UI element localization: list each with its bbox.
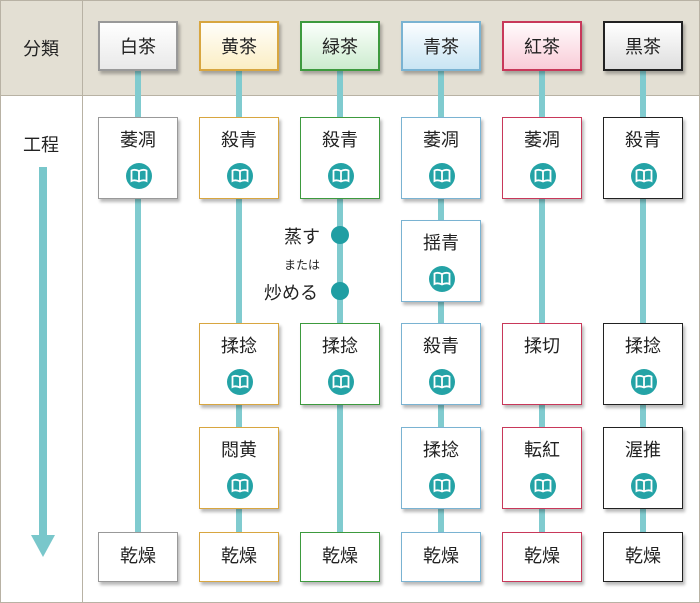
step-box[interactable]: 萎凋 (401, 117, 481, 199)
connector-black (640, 71, 646, 535)
step-box[interactable]: 乾燥 (603, 532, 683, 582)
method-or-label: または (284, 258, 321, 272)
step-box[interactable]: 殺青 (603, 117, 683, 199)
step-box[interactable]: 乾燥 (401, 532, 481, 582)
connector-green (337, 71, 343, 535)
method-dot (331, 226, 349, 244)
process-arrow-head (31, 535, 55, 557)
book-icon[interactable] (328, 369, 354, 395)
method-panfry-label: 炒める (264, 283, 318, 304)
step-box[interactable]: 揉捻 (603, 323, 683, 405)
step-label: 乾燥 (625, 546, 661, 567)
book-icon[interactable] (429, 163, 455, 189)
book-icon[interactable] (227, 163, 253, 189)
step-box[interactable]: 殺青 (401, 323, 481, 405)
book-icon[interactable] (631, 163, 657, 189)
step-label: 乾燥 (423, 546, 459, 567)
row-label-column (1, 1, 83, 602)
step-label: 揉切 (524, 336, 560, 357)
header-blue-tea: 青茶 (401, 21, 481, 71)
book-icon[interactable] (631, 369, 657, 395)
step-label: 萎凋 (524, 130, 560, 151)
process-label: 工程 (23, 135, 59, 156)
step-label: 渥推 (625, 440, 661, 461)
book-icon[interactable] (429, 369, 455, 395)
step-box[interactable]: 殺青 (199, 117, 279, 199)
book-icon[interactable] (227, 473, 253, 499)
step-box[interactable]: 悶黄 (199, 427, 279, 509)
connector-red (539, 71, 545, 535)
step-label: 揉捻 (221, 336, 257, 357)
step-label: 殺青 (322, 130, 358, 151)
step-box[interactable]: 転紅 (502, 427, 582, 509)
step-label: 揉捻 (423, 440, 459, 461)
step-box[interactable]: 殺青 (300, 117, 380, 199)
step-box[interactable]: 揉捻 (401, 427, 481, 509)
book-icon[interactable] (126, 163, 152, 189)
header-green-tea: 緑茶 (300, 21, 380, 71)
book-icon[interactable] (429, 473, 455, 499)
step-box[interactable]: 萎凋 (502, 117, 582, 199)
step-box[interactable]: 揺青 (401, 220, 481, 302)
step-label: 転紅 (524, 440, 560, 461)
step-label: 萎凋 (423, 130, 459, 151)
book-icon[interactable] (429, 266, 455, 292)
step-label: 揉捻 (322, 336, 358, 357)
book-icon[interactable] (530, 473, 556, 499)
book-icon[interactable] (227, 369, 253, 395)
step-label: 乾燥 (221, 546, 257, 567)
step-label: 殺青 (625, 130, 661, 151)
step-box[interactable]: 萎凋 (98, 117, 178, 199)
step-box[interactable]: 揉切 (502, 323, 582, 405)
step-box[interactable]: 乾燥 (199, 532, 279, 582)
method-steam-label: 蒸す (284, 227, 320, 248)
step-label: 乾燥 (524, 546, 560, 567)
method-dot (331, 282, 349, 300)
header-black-tea: 黒茶 (603, 21, 683, 71)
category-label: 分類 (23, 39, 59, 60)
book-icon[interactable] (631, 473, 657, 499)
step-box[interactable]: 渥推 (603, 427, 683, 509)
step-box[interactable]: 乾燥 (98, 532, 178, 582)
step-label: 揺青 (423, 233, 459, 254)
header-white-tea: 白茶 (98, 21, 178, 71)
book-icon[interactable] (530, 163, 556, 189)
header-yellow-tea: 黄茶 (199, 21, 279, 71)
connector-white (135, 71, 141, 535)
step-box[interactable]: 揉捻 (300, 323, 380, 405)
step-label: 乾燥 (120, 546, 156, 567)
step-label: 悶黄 (221, 440, 257, 461)
step-label: 殺青 (423, 336, 459, 357)
step-box[interactable]: 乾燥 (300, 532, 380, 582)
book-icon[interactable] (328, 163, 354, 189)
header-red-tea: 紅茶 (502, 21, 582, 71)
process-arrow (39, 167, 47, 537)
step-label: 殺青 (221, 130, 257, 151)
connector-yellow (236, 71, 242, 535)
step-label: 萎凋 (120, 130, 156, 151)
connector-blue (438, 71, 444, 535)
step-label: 乾燥 (322, 546, 358, 567)
step-box[interactable]: 乾燥 (502, 532, 582, 582)
step-box[interactable]: 揉捻 (199, 323, 279, 405)
step-label: 揉捻 (625, 336, 661, 357)
